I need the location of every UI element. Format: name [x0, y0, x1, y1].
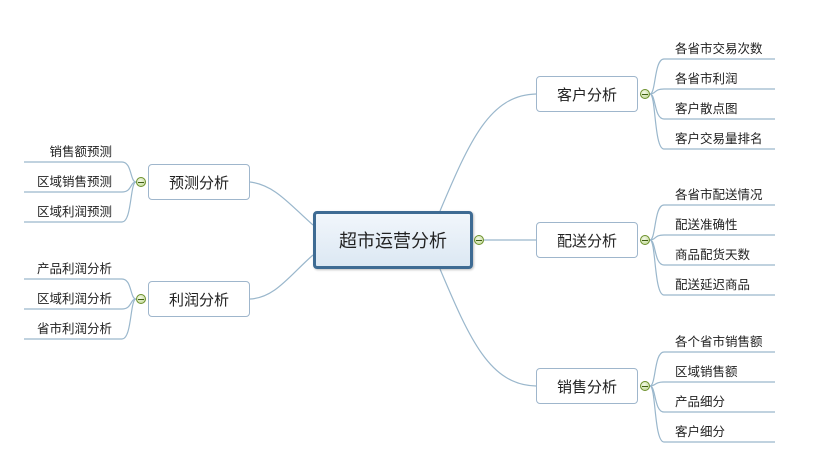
leaf-connector-right-1-3: [649, 239, 775, 296]
leaf-item[interactable]: 省市利润分析: [36, 321, 112, 336]
branch-delivery-analysis[interactable]: 配送分析: [536, 222, 638, 258]
center-topic[interactable]: 超市运营分析: [313, 211, 473, 269]
leaf-item[interactable]: 各个省市销售额: [675, 334, 763, 349]
collapse-forecast-icon[interactable]: [136, 177, 146, 187]
branch-label: 客户分析: [556, 85, 617, 104]
branch-forecast-analysis[interactable]: 预测分析: [148, 164, 250, 200]
collapse-delivery-icon[interactable]: [640, 235, 650, 245]
leaf-connector-right-0-3: [649, 93, 775, 150]
connector-center-sales: [439, 268, 537, 387]
leaf-item[interactable]: 区域利润分析: [36, 291, 112, 306]
connector-center-profit: [249, 254, 314, 300]
leaf-item[interactable]: 商品配货天数: [675, 247, 751, 262]
leaf-connector-right-0-1: [649, 88, 775, 95]
branch-label: 预测分析: [168, 173, 229, 192]
leaf-connector-right-2-0: [649, 351, 775, 387]
leaf-item[interactable]: 配送延迟商品: [675, 277, 751, 292]
branch-profit-analysis[interactable]: 利润分析: [148, 281, 250, 317]
leaf-connector-right-0-0: [649, 58, 775, 95]
leaf-connector-right-2-3: [649, 385, 775, 443]
branch-label: 销售分析: [556, 377, 617, 396]
branch-label: 配送分析: [556, 231, 617, 250]
leaf-item[interactable]: 区域销售预测: [36, 174, 112, 189]
leaf-connector-right-2-1: [649, 381, 775, 387]
leaf-item[interactable]: 区域利润预测: [36, 204, 112, 219]
collapse-sales-icon[interactable]: [640, 381, 650, 391]
leaf-connector-right-1-1: [649, 234, 775, 241]
leaf-item[interactable]: 配送准确性: [675, 217, 738, 232]
leaf-connector-left-1-0: [24, 278, 137, 300]
leaf-item[interactable]: 各省市交易次数: [675, 41, 763, 56]
branch-customer-analysis[interactable]: 客户分析: [536, 76, 638, 112]
leaf-item[interactable]: 产品利润分析: [36, 261, 112, 276]
leaf-connector-left-1-2: [24, 298, 137, 340]
leaf-item[interactable]: 客户交易量排名: [675, 131, 763, 146]
leaf-item[interactable]: 客户散点图: [675, 101, 738, 116]
leaf-item[interactable]: 各省市利润: [675, 71, 738, 86]
connector-center-forecast: [249, 181, 314, 226]
leaf-item[interactable]: 产品细分: [675, 394, 726, 409]
leaf-item[interactable]: 区域销售额: [675, 364, 738, 379]
connector-center-customer: [439, 93, 537, 212]
leaf-connector-left-0-0: [24, 161, 137, 183]
collapse-customer-icon[interactable]: [640, 89, 650, 99]
branch-label: 利润分析: [168, 290, 229, 309]
leaf-item[interactable]: 销售额预测: [49, 144, 112, 159]
leaf-item[interactable]: 客户细分: [675, 424, 726, 439]
branch-sales-analysis[interactable]: 销售分析: [536, 368, 638, 404]
leaf-item[interactable]: 各省市配送情况: [675, 187, 763, 202]
center-topic-label: 超市运营分析: [339, 231, 447, 252]
leaf-connector-left-0-2: [24, 181, 137, 223]
leaf-connector-right-1-0: [649, 204, 775, 241]
collapse-profit-icon[interactable]: [136, 294, 146, 304]
collapse-center-icon[interactable]: [474, 235, 484, 245]
